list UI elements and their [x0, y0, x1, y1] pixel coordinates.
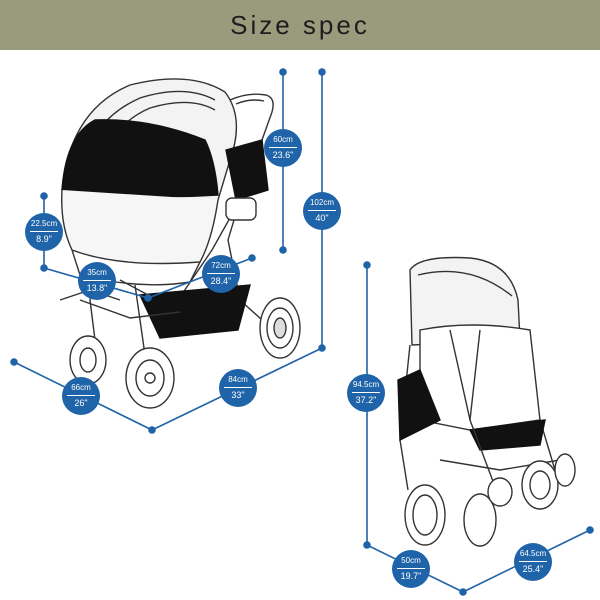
basket: [138, 284, 251, 339]
folded-rear-wheel: [404, 484, 446, 546]
front-wheel-right: [125, 347, 175, 409]
handle-bar: [229, 93, 274, 141]
folded-stroller-drawing: [397, 256, 576, 547]
open-stroller-drawing: [59, 78, 301, 409]
page-title: Size spec: [0, 0, 600, 50]
folded-canopy: [409, 256, 521, 346]
folded-front-wheel: [521, 460, 559, 510]
